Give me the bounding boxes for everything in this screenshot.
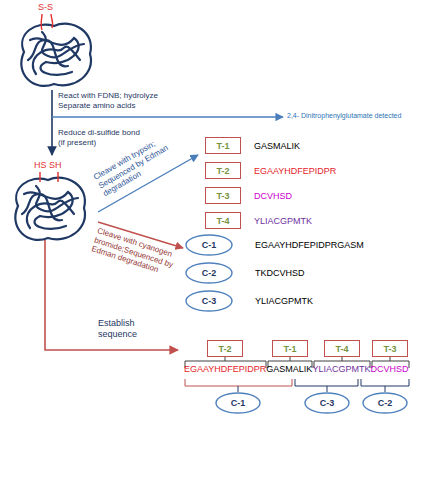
fragment-ellipse: C-2 (362, 392, 408, 414)
process-arrow (51, 90, 53, 155)
sequence-segment: DCVHSD (370, 364, 408, 375)
step-label: Separate amino acids (58, 101, 135, 111)
result-arrow (52, 116, 283, 117)
fragment-sequence: YLIACGPMTK (255, 296, 313, 306)
fragment-name: C-3 (185, 290, 233, 312)
ellipse-outline (216, 393, 260, 413)
fragment-ellipse: C-1 (215, 392, 261, 414)
fragment-box: T-4 (324, 340, 360, 357)
fragment-sequence: TKDCVHSD (255, 268, 305, 278)
fragment-sequence: DCVHSD (254, 191, 292, 201)
fragment-name: T-3 (206, 188, 240, 203)
bracket-tick (238, 386, 385, 392)
protein-illustration (21, 24, 91, 86)
step-label: Establish sequence (98, 318, 148, 340)
step-label: Cleave with cyanogen bromide;Sequenced b… (90, 226, 183, 281)
fragment-name: C-3 (304, 392, 350, 414)
fragment-box: T-3 (372, 340, 408, 357)
fragment-name: T-1 (273, 341, 307, 356)
fragment-sequence: EGAAYHDFEPIDPR (254, 166, 336, 176)
ellipse-outline (186, 263, 232, 283)
fragment-box: T-2EGAAYHDFEPIDPR (205, 162, 241, 179)
disulfide-link (41, 14, 53, 30)
sequence-segment: GASMALIK (266, 364, 312, 375)
fragment-box: T-1GASMALIK (205, 137, 241, 154)
fragment-name: C-2 (362, 392, 408, 414)
fragment-box: T-1 (272, 340, 308, 357)
fragment-ellipse: C-2TKDCVHSD (185, 262, 233, 284)
sequence-segment: EGAAYHDFEPIDPR (184, 364, 266, 375)
bracket-tick (225, 357, 390, 361)
thiol-label: HS SH (34, 160, 62, 171)
sequence-segment: YLIACGPMTK (312, 364, 370, 375)
fragment-sequence: YLIACGPMTK (254, 216, 312, 226)
fragment-box: T-3DCVHSD (205, 187, 241, 204)
fragment-ellipse: C-3YLIACGPMTK (185, 290, 233, 312)
thiol-link (40, 172, 58, 182)
fragment-name: C-1 (185, 234, 233, 256)
result-label: 2,4- Dinitrophenylglutamate detected (287, 112, 401, 120)
protein-illustration (15, 178, 85, 240)
fragment-name: T-3 (373, 341, 407, 356)
fragment-name: T-4 (206, 213, 240, 228)
fragment-bracket (295, 379, 409, 386)
fragment-sequence: EGAAYHDFEPIDPRGASM (255, 240, 364, 250)
fragment-bracket (185, 379, 292, 386)
ellipse-outline (363, 393, 407, 413)
fragment-name: T-4 (325, 341, 359, 356)
fragment-name: T-1 (206, 138, 240, 153)
bond-label: S-S (38, 2, 53, 13)
fragment-box: T-2 (207, 340, 243, 357)
fragment-ellipse: C-3 (304, 392, 350, 414)
ellipse-outline (305, 393, 349, 413)
fragment-name: T-2 (206, 163, 240, 178)
step-label: React with FDNB; hydrolyze (58, 91, 158, 101)
fragment-ellipse: C-1EGAAYHDFEPIDPRGASM (185, 234, 233, 256)
fragment-name: C-2 (185, 262, 233, 284)
ellipse-outline (186, 235, 232, 255)
ellipse-outline (186, 291, 232, 311)
fragment-name: T-2 (208, 341, 242, 356)
fragment-box: T-4YLIACGPMTK (205, 212, 241, 229)
fragment-name: C-1 (215, 392, 261, 414)
fragment-sequence: GASMALIK (254, 141, 300, 151)
step-label: (if present) (58, 138, 96, 148)
step-label: Reduce di-sulfide bond (58, 128, 140, 138)
